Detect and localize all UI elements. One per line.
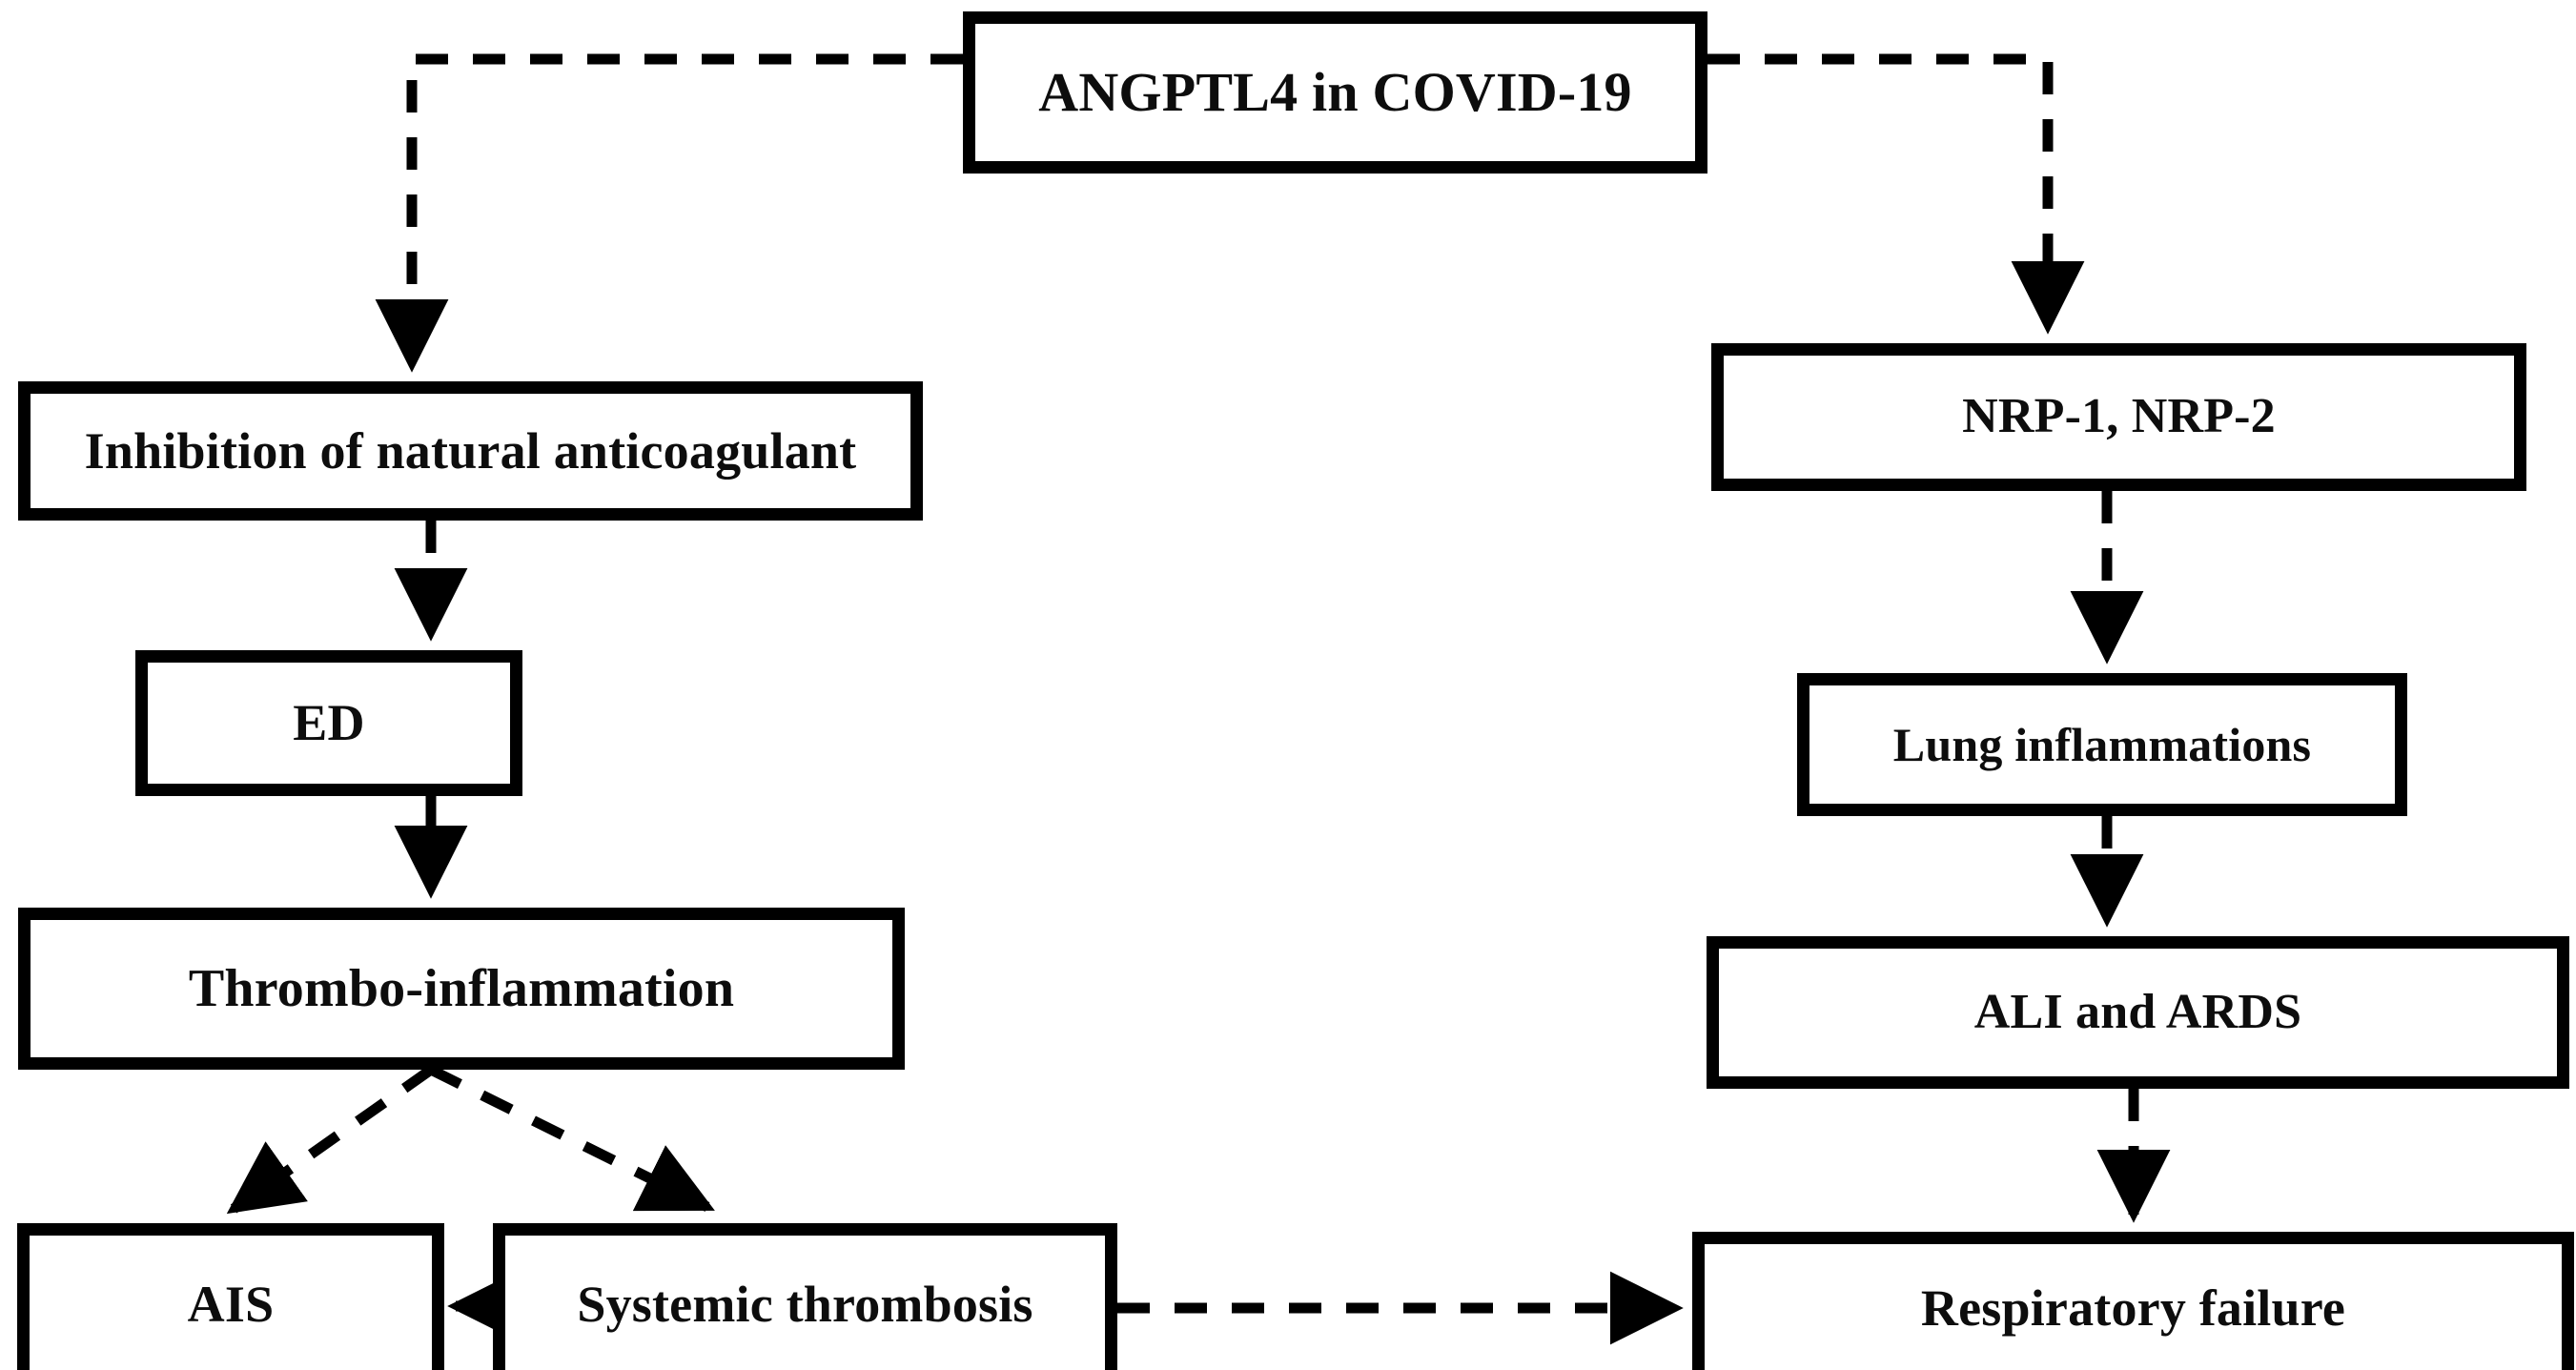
node-lung-inflammations[interactable]: Lung inflammations [1797, 673, 2407, 816]
node-systemic-thrombosis[interactable]: Systemic thrombosis [493, 1223, 1117, 1370]
node-ais[interactable]: AIS [17, 1223, 444, 1370]
node-label: ED [293, 694, 365, 752]
edge-title-to-nrp [1707, 53, 2085, 335]
edge-title-to-inhibition [375, 53, 963, 373]
edge-thrombo-to-ais [226, 1065, 435, 1215]
edge-thrombo-to-systemic [428, 1065, 715, 1212]
node-ed[interactable]: ED [135, 650, 522, 796]
node-label: ALI and ARDS [1973, 984, 2302, 1039]
node-angptl4-in-covid19[interactable]: ANGPTL4 in COVID-19 [963, 11, 1707, 174]
node-label: Systemic thrombosis [577, 1275, 1033, 1333]
node-label: NRP-1, NRP-2 [1962, 389, 2276, 444]
node-respiratory-failure[interactable]: Respiratory failure [1692, 1232, 2574, 1370]
node-inhibition-of-natural-anticoagulant[interactable]: Inhibition of natural anticoagulant [18, 381, 923, 521]
node-label: Lung inflammations [1892, 717, 2312, 771]
node-label: AIS [187, 1275, 275, 1333]
node-thrombo-inflammation[interactable]: Thrombo-inflammation [18, 908, 905, 1070]
node-label: Thrombo-inflammation [188, 958, 735, 1018]
node-nrp-1-nrp-2[interactable]: NRP-1, NRP-2 [1711, 343, 2526, 491]
node-label: Inhibition of natural anticoagulant [84, 421, 857, 480]
node-ali-and-ards[interactable]: ALI and ARDS [1707, 936, 2569, 1089]
node-label: ANGPTL4 in COVID-19 [1038, 60, 1632, 123]
node-label: Respiratory failure [1920, 1278, 2346, 1337]
